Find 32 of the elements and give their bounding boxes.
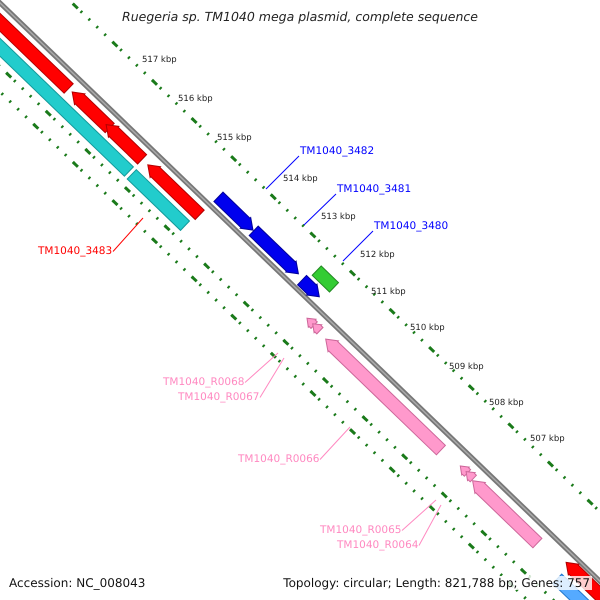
scale-label: 516 kbp [178, 94, 213, 104]
gene-label: TM1040_3483 [38, 245, 112, 258]
scale-label: 507 kbp [530, 434, 565, 444]
map-title: Ruegeria sp. TM1040 mega plasmid, complete sequence [122, 9, 478, 24]
gene-label: TM1040_R0065 [320, 524, 402, 537]
gene-label: TM1040_3480 [374, 220, 448, 233]
gene-label: TM1040_R0067 [178, 391, 260, 404]
gene-label: TM1040_3482 [300, 145, 374, 158]
gene-label: TM1040_R0068 [163, 376, 244, 389]
leader-line [418, 504, 442, 546]
leader-line [320, 426, 350, 460]
scale-label: 512 kbp [360, 250, 395, 260]
leader-line [342, 230, 374, 262]
footer-text: Accession: NC_008043 [7, 576, 148, 590]
scale-label: 510 kbp [410, 323, 445, 333]
gene-label: TM1040_R0066 [238, 453, 320, 466]
leader-line [260, 358, 284, 398]
scale-label: 513 kbp [321, 212, 356, 222]
leader-line [266, 156, 300, 190]
gene-label: TM1040_3481 [337, 183, 412, 196]
scale-label: 514 kbp [283, 174, 318, 184]
scale-label: 511 kbp [371, 287, 406, 297]
scale-label: 508 kbp [489, 398, 524, 408]
leader-line [402, 500, 436, 531]
scale-label: 515 kbp [217, 133, 252, 143]
leader-line [112, 218, 144, 252]
gene-label: TM1040_R0064 [337, 539, 418, 552]
scale-label: 509 kbp [449, 362, 484, 372]
footer-text: Topology: circular; Length: 821,788 bp; Genes: 757 [281, 576, 592, 590]
leader-line [244, 352, 278, 383]
leader-line [304, 194, 336, 226]
scale-label: 517 kbp [142, 55, 177, 65]
